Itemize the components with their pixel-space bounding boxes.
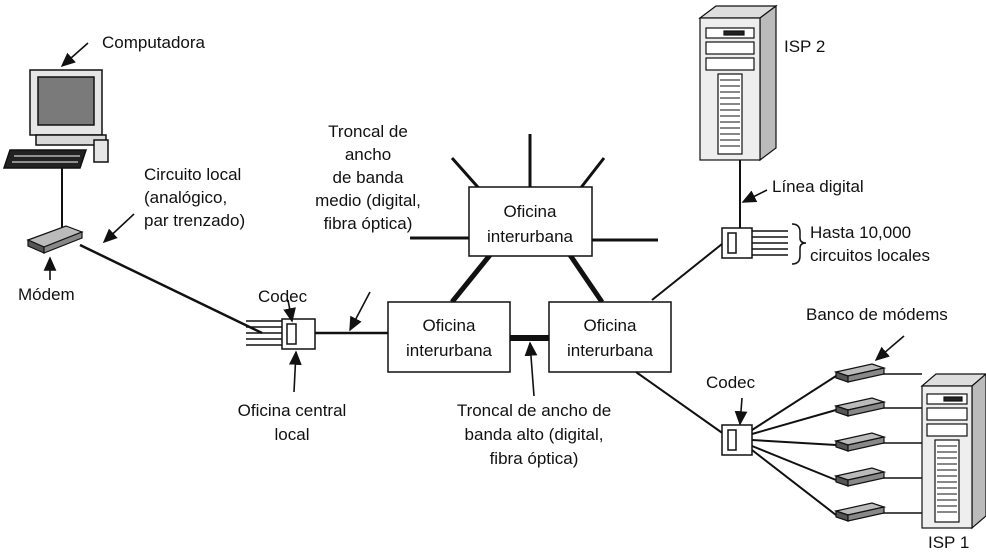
label-troncal-alto-1: Troncal de ancho de <box>457 401 611 420</box>
oficina-right-line1: Oficina <box>584 316 637 335</box>
label-computadora: Computadora <box>102 33 206 52</box>
label-troncal-medio-5: fibra óptica) <box>324 214 413 233</box>
oficina-interurbana-right: Oficina interurbana <box>548 301 672 373</box>
oficina-top-line2: interurbana <box>487 227 574 246</box>
label-hasta-1: Hasta 10,000 <box>810 223 911 242</box>
label-banco-modems: Banco de módems <box>806 305 948 324</box>
label-oficina-central-1: Oficina central <box>238 401 347 420</box>
label-linea-digital: Línea digital <box>772 177 864 196</box>
label-codec-right: Codec <box>706 373 756 392</box>
server-tower-icon <box>920 373 986 530</box>
oficina-left-line2: interurbana <box>406 341 493 360</box>
connection-lines <box>61 134 922 516</box>
label-troncal-alto-3: fibra óptica) <box>490 449 579 468</box>
label-oficina-central-2: local <box>275 425 310 444</box>
label-circuito-local-1: Circuito local <box>144 165 241 184</box>
label-troncal-medio-2: ancho <box>345 145 391 164</box>
label-isp1: ISP 1 <box>928 533 969 552</box>
label-hasta-2: circuitos locales <box>810 246 930 265</box>
label-modem: Módem <box>18 285 75 304</box>
label-circuito-local-2: (analógico, <box>144 188 227 207</box>
oficina-top-line1: Oficina <box>504 202 557 221</box>
codec-icon <box>721 227 788 259</box>
label-troncal-medio-4: medio (digital, <box>315 191 421 210</box>
oficina-left-line1: Oficina <box>423 316 476 335</box>
codec-icon <box>721 424 753 456</box>
label-isp2: ISP 2 <box>784 37 825 56</box>
label-codec-left: Codec <box>258 287 308 306</box>
oficina-interurbana-top: Oficina interurbana <box>468 186 593 257</box>
codec-icon <box>246 318 316 350</box>
modem-bank-icon <box>833 363 887 522</box>
desktop-computer-icon <box>2 69 109 169</box>
brace <box>791 223 807 265</box>
label-troncal-medio-1: Troncal de <box>328 122 408 141</box>
label-troncal-medio-3: de banda <box>333 168 404 187</box>
pointer-arrows <box>43 42 905 426</box>
label-circuito-local-3: par trenzado) <box>144 211 245 230</box>
label-troncal-alto-2: banda alto (digital, <box>465 425 604 444</box>
oficina-right-line2: interurbana <box>567 341 654 360</box>
modem-icon <box>26 225 84 254</box>
oficina-interurbana-left: Oficina interurbana <box>387 301 511 373</box>
server-tower-icon <box>698 4 778 162</box>
